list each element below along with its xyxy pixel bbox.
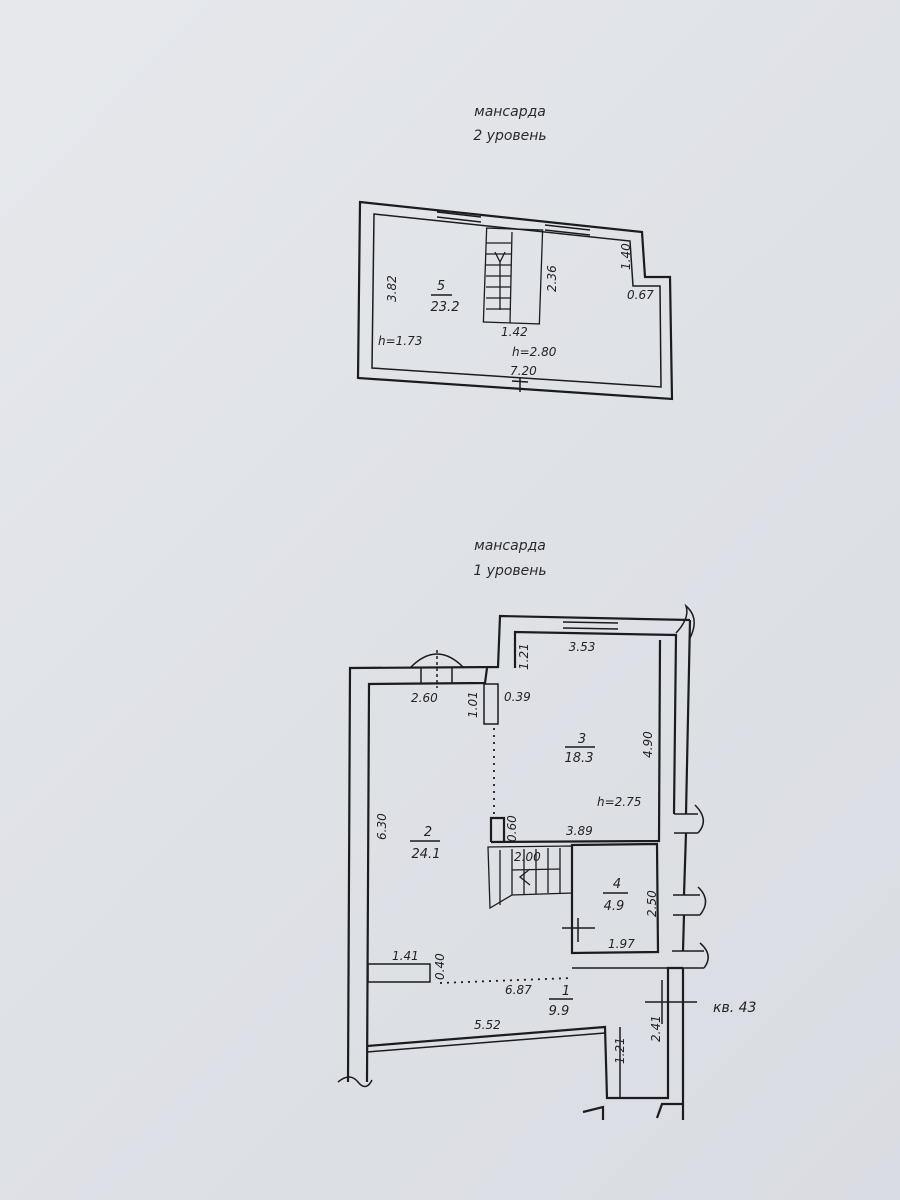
level1-right-openings	[672, 804, 709, 969]
level2-title-line2: 2 уровень	[473, 128, 546, 144]
level1-partition-room3	[489, 639, 662, 844]
level1-room4-number: 4	[613, 877, 621, 892]
level1-dim-bottom-step: 1.21	[613, 1037, 627, 1064]
level2-dim-right-upper: 1.40	[619, 243, 633, 270]
level1-dim-room1-width: 6.87	[505, 983, 532, 997]
level1-ceiling-room3: h=2.75	[597, 795, 641, 809]
level1-dim-room4-width: 1.97	[608, 937, 635, 951]
level1-room3-number: 3	[578, 732, 586, 747]
level2-dim-notch-width: 0.67	[627, 288, 654, 302]
level1-window-top	[562, 621, 619, 635]
level2-window-bottom	[511, 378, 529, 392]
level1-room1-number: 1	[562, 984, 570, 999]
level2-dim-bottom-width: 7.20	[510, 364, 537, 378]
level2-dim-stair-width: 1.42	[501, 325, 528, 339]
level1-break-top-right	[675, 603, 695, 639]
level1-room1-area: 9.9	[549, 1004, 570, 1019]
level1-dim-top-width: 3.53	[569, 640, 596, 654]
level2-staircase	[482, 227, 544, 325]
level1-dim-bottom-width: 5.52	[474, 1018, 501, 1032]
level1-dim-partition-height: 0.60	[505, 815, 519, 842]
level2-room-number: 5	[437, 279, 445, 294]
level1-dim-room3-height: 4.90	[641, 731, 655, 758]
level1-room4-door	[562, 918, 595, 942]
level2-dim-left-height: 3.82	[385, 275, 399, 302]
level1-break-bottom-left	[337, 1076, 373, 1088]
level1-lower-walls	[366, 966, 683, 1120]
level1-staircase	[487, 845, 573, 910]
level1-dim-stair-width: 2.00	[514, 850, 541, 864]
level1-plan: мансарда 1 уровень	[337, 538, 756, 1120]
level1-room2-number: 2	[424, 825, 432, 840]
level2-inner-wall	[371, 213, 662, 388]
level1-room3-area: 18.3	[565, 751, 594, 766]
level2-ceiling-center: h=2.80	[512, 345, 557, 359]
level2-plan: мансарда 2 уровень 5 23.2 3.82 2.36 1.40…	[356, 104, 674, 401]
level2-ceiling-left: h=1.73	[378, 334, 422, 348]
level2-window-top-left	[436, 211, 482, 223]
level1-dim-room4-height: 2.50	[645, 890, 659, 917]
level1-dim-column-width: 0.39	[504, 690, 531, 704]
level2-window-top-right	[544, 224, 591, 236]
level1-dim-top-step: 1.21	[517, 643, 531, 670]
level1-dim-left-top-width: 2.60	[411, 691, 438, 705]
level1-dim-column-height: 1.01	[466, 691, 480, 718]
level1-dim-ledge-width: 1.41	[392, 949, 419, 963]
level1-room1-boundary	[439, 977, 573, 984]
level1-room4-area: 4.9	[604, 899, 625, 914]
level1-apartment-ref: кв. 43	[713, 1000, 756, 1016]
level1-title-line2: 1 уровень	[473, 563, 546, 579]
level2-dim-stair-height: 2.36	[545, 265, 559, 292]
level1-window-top-left	[409, 653, 465, 684]
level1-entrance-mark	[645, 980, 697, 1024]
level1-column	[483, 683, 499, 725]
level2-room-area: 23.2	[431, 300, 460, 315]
level2-outer-wall	[356, 200, 674, 401]
level1-ledge	[367, 963, 431, 983]
level1-dim-ledge-height: 0.40	[433, 953, 447, 980]
level1-dim-partition-width: 3.89	[566, 824, 593, 838]
level1-room4-walls	[570, 842, 660, 955]
level1-dim-right-lower: 2.41	[649, 1015, 663, 1042]
level1-dim-left-height: 6.30	[375, 813, 389, 840]
level1-lower-inner	[366, 967, 668, 1098]
level1-room2-area: 24.1	[412, 847, 441, 862]
level2-title-line1: мансарда	[474, 104, 546, 120]
level1-outer-wall	[346, 614, 692, 1120]
level1-title-line1: мансарда	[474, 538, 546, 554]
